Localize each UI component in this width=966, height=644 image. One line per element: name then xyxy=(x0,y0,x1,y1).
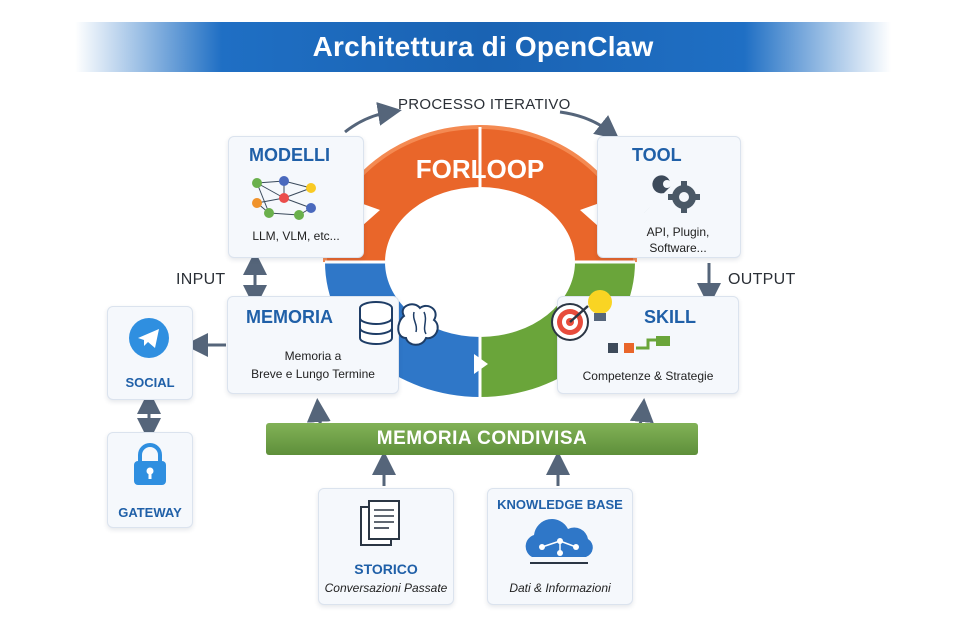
tool-box: TOOL API, Plugin, Software... xyxy=(597,136,741,258)
lock-icon xyxy=(134,443,166,485)
social-title: SOCIAL xyxy=(125,375,175,390)
documents-icon xyxy=(360,500,400,546)
process-arrow-right xyxy=(559,110,620,140)
memoria-subtitle-1: Memoria a xyxy=(284,349,342,363)
modelli-title: MODELLI xyxy=(249,145,330,165)
tool-title: TOOL xyxy=(632,145,682,165)
storico-box: STORICO Conversazioni Passate xyxy=(318,488,454,605)
memoria-condivisa-bar: MEMORIA CONDIVISA xyxy=(266,423,698,455)
skill-title: SKILL xyxy=(644,307,696,327)
memoria-box: MEMORIA Memoria a Breve e Lungo Termine xyxy=(227,296,399,394)
tool-subtitle-1: API, Plugin, xyxy=(646,225,710,239)
database-brain-icon xyxy=(359,301,439,346)
gateway-title: GATEWAY xyxy=(118,505,182,520)
knowledge-subtitle: Dati & Informazioni xyxy=(509,581,611,595)
skill-box: SKILL Competenze & Strategie xyxy=(557,296,739,394)
memoria-title: MEMORIA xyxy=(246,307,333,327)
cloud-network-icon xyxy=(525,519,593,564)
knowledge-box: KNOWLEDGE BASE Dati & Informazioni xyxy=(487,488,633,605)
social-box: SOCIAL xyxy=(107,306,193,400)
gateway-box: GATEWAY xyxy=(107,432,193,528)
target-bulb-icon xyxy=(551,290,612,341)
forloop-label: FORLOOP xyxy=(416,154,545,184)
storico-title: STORICO xyxy=(354,561,418,577)
tool-subtitle-2: Software... xyxy=(649,241,707,255)
title-banner: Architettura di OpenClaw xyxy=(75,22,891,72)
wrench-gear-icon xyxy=(644,175,700,213)
flow-blocks-icon xyxy=(608,336,670,353)
process-label: PROCESSO ITERATIVO xyxy=(398,96,571,113)
network-icon xyxy=(252,176,316,220)
process-arrow-left xyxy=(344,102,402,134)
modelli-subtitle: LLM, VLM, etc... xyxy=(252,229,340,243)
modelli-box: MODELLI LLM, VLM, etc... xyxy=(228,136,364,258)
storico-subtitle: Conversazioni Passate xyxy=(324,581,448,595)
memoria-subtitle-2: Breve e Lungo Termine xyxy=(251,367,375,381)
page-title: Architettura di OpenClaw xyxy=(312,31,654,62)
output-label: OUTPUT xyxy=(728,271,796,288)
knowledge-title: KNOWLEDGE BASE xyxy=(497,497,623,512)
input-label: INPUT xyxy=(176,271,226,288)
skill-subtitle: Competenze & Strategie xyxy=(582,369,714,383)
telegram-icon xyxy=(129,318,169,358)
memoria-condivisa-label: MEMORIA CONDIVISA xyxy=(376,428,588,449)
